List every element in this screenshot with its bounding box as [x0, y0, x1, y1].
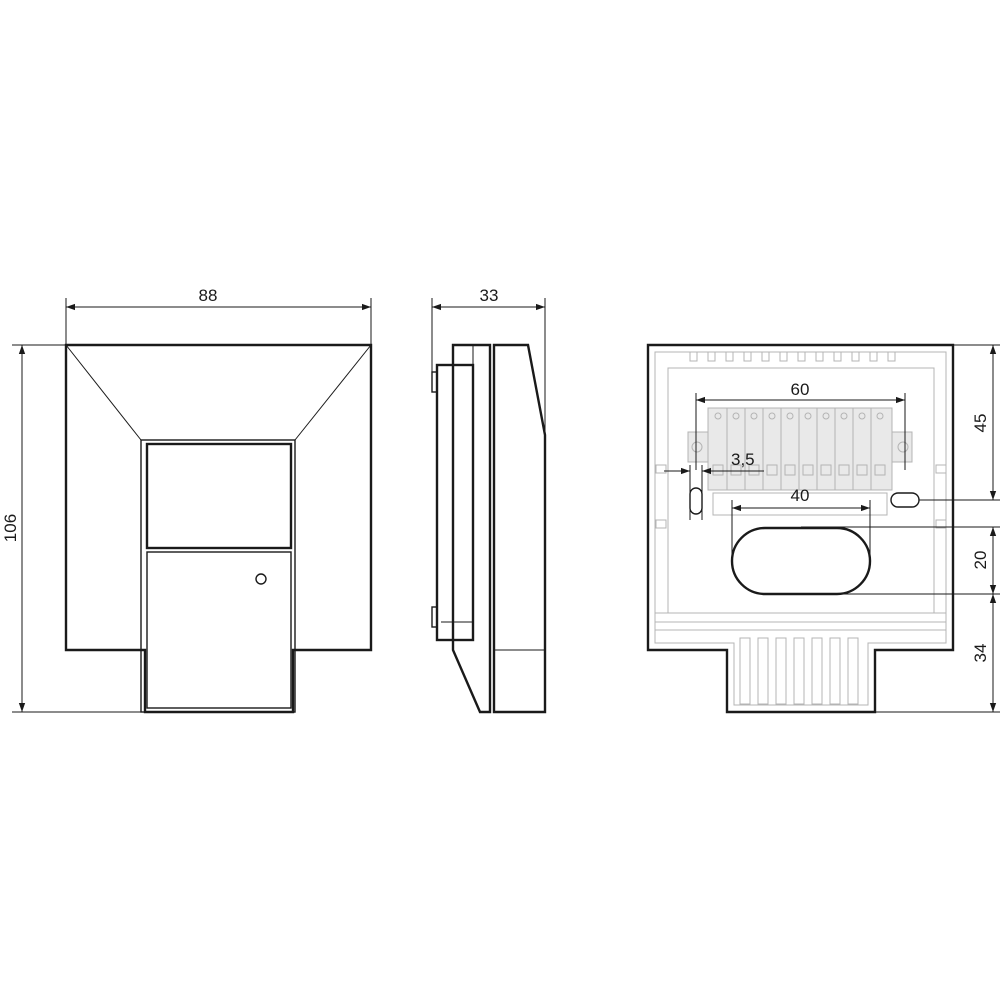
side-clip-top	[431, 371, 438, 393]
dimension-label-opening-height: 20	[971, 551, 990, 570]
dimension-label-bottom-part: 34	[971, 644, 990, 663]
side-front-body	[492, 343, 547, 714]
dimension-front-height: 106	[1, 344, 145, 713]
terminal-block	[687, 407, 913, 516]
front-outline	[64, 343, 373, 714]
front-inner-frame	[140, 439, 296, 713]
dimension-label-side-depth: 33	[480, 286, 499, 305]
dimension-back-screw-spacing: 60	[695, 380, 906, 470]
side-view: 33	[431, 286, 547, 714]
screw-hole-right	[890, 492, 920, 508]
side-clip-bottom	[431, 606, 438, 628]
dimension-back-screw-hole: 3,5	[664, 450, 764, 520]
dimension-label-screw-hole: 3,5	[731, 450, 755, 469]
dimension-side-depth: 33	[431, 286, 546, 435]
back-bottom-slots	[739, 637, 859, 705]
dimension-label-opening-width: 40	[791, 486, 810, 505]
dimension-label-top-to-holes: 45	[971, 414, 990, 433]
back-inner-outline	[654, 351, 947, 706]
display-window	[145, 442, 293, 550]
back-top-vents	[689, 351, 896, 362]
dimension-label-front-width: 88	[199, 286, 218, 305]
dimension-back-opening-width: 40	[731, 486, 871, 556]
front-bevel-right	[294, 344, 372, 441]
dimension-back-vertical: 45 20 34	[801, 344, 1000, 713]
dimension-label-front-height: 106	[1, 514, 20, 542]
screw-hole-left	[689, 487, 703, 515]
dimension-front-width: 88	[65, 286, 372, 345]
dimension-label-screw-spacing: 60	[791, 380, 810, 399]
front-view: 88 106	[1, 286, 373, 714]
led-indicator-icon	[255, 573, 267, 585]
cable-opening	[730, 526, 872, 596]
back-side-slots	[655, 464, 947, 529]
back-view: 60 3,5 40 45 20 34	[646, 343, 1000, 714]
side-mount-bracket	[435, 363, 475, 642]
back-bottom-rails	[655, 612, 946, 631]
front-bevel-left	[65, 344, 142, 441]
side-back-plate	[451, 343, 492, 714]
lower-panel	[146, 551, 292, 709]
